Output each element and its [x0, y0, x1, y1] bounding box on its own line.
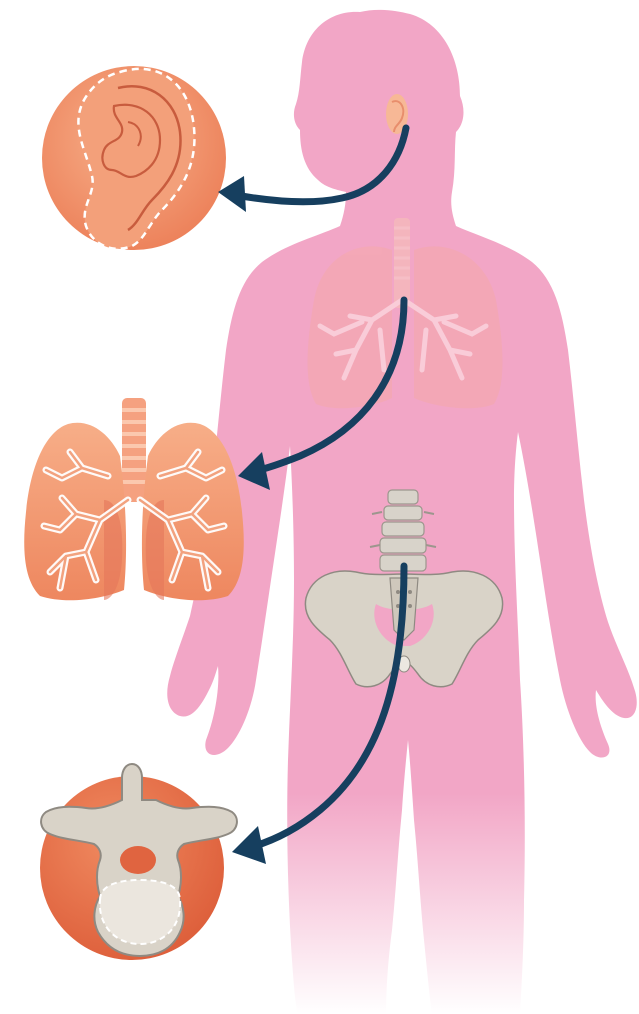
vertebra-icon	[40, 764, 237, 960]
lungs-icon	[24, 398, 244, 600]
ear-icon	[42, 66, 226, 250]
